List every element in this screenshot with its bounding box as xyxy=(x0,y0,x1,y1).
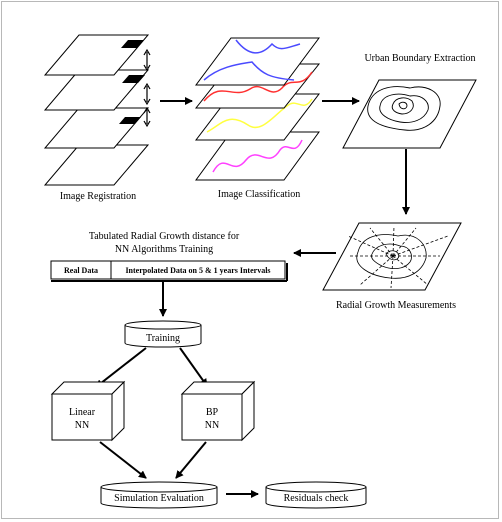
radial-growth-image xyxy=(322,222,462,291)
classification-layer-1 xyxy=(195,37,320,86)
yellow-class-curve xyxy=(206,98,313,133)
boundary-layer xyxy=(342,79,477,149)
image-registration-stack xyxy=(43,34,151,186)
tabulated-title-line2: NN Algorithms Training xyxy=(115,244,213,255)
urban-boundary-image xyxy=(342,79,477,149)
simulation-evaluation-label: Simulation Evaluation xyxy=(114,493,204,504)
tabulated-title-line1: Tabulated Radial Growth distance for xyxy=(89,231,240,242)
bp-nn-label-line2: NN xyxy=(205,420,219,431)
boundary-contour-core xyxy=(398,101,408,110)
registration-alignment-arrows xyxy=(143,48,151,128)
urban-boundary-extraction-label: Urban Boundary Extraction xyxy=(364,53,475,64)
real-data-label: Real Data xyxy=(64,266,98,275)
training-cylinder xyxy=(124,320,202,348)
arrow-bp-to-evaluation xyxy=(175,441,207,479)
tabulated-data-table xyxy=(50,260,286,280)
arrow-linear-to-evaluation xyxy=(99,441,147,479)
boundary-contour-outer xyxy=(367,86,441,131)
registration-marker-2 xyxy=(122,75,145,83)
residuals-check-cylinder xyxy=(265,481,367,509)
red-class-curve xyxy=(203,71,313,102)
registration-layer-4 xyxy=(43,144,150,186)
simulation-evaluation-cylinder xyxy=(100,481,218,509)
registration-layer-3 xyxy=(43,107,150,149)
radial-contour-inner xyxy=(371,243,412,270)
arrow-training-to-bp xyxy=(179,347,208,387)
radial-growth-measurements-label: Radial Growth Measurements xyxy=(336,300,456,311)
image-classification-stack xyxy=(194,37,321,181)
bp-nn-label-line1: BP xyxy=(206,407,219,418)
training-label: Training xyxy=(146,333,180,344)
residuals-check-label: Residuals check xyxy=(284,493,349,504)
radial-contour-outer xyxy=(356,234,427,279)
registration-layer-1 xyxy=(43,34,150,76)
linear-nn-label-line2: NN xyxy=(75,420,89,431)
magenta-class-curve xyxy=(212,139,303,173)
registration-marker-3 xyxy=(119,117,141,124)
image-registration-label: Image Registration xyxy=(60,191,136,202)
blue-class-curve-upper xyxy=(235,39,301,54)
bp-nn-box xyxy=(180,380,256,442)
registration-layer-2 xyxy=(43,69,150,111)
boundary-contour-middle xyxy=(379,93,429,123)
boundary-contour-inner xyxy=(391,97,414,115)
linear-nn-label-line1: Linear xyxy=(69,407,96,418)
arrow-training-to-linear xyxy=(95,347,147,388)
interpolated-data-label: Interpolated Data on 5 & 1 years Interva… xyxy=(125,266,270,275)
linear-nn-box xyxy=(50,380,126,442)
blue-class-curve-lower xyxy=(203,61,295,81)
registration-marker-1 xyxy=(121,40,144,48)
radial-measurement-lines xyxy=(347,225,449,289)
image-classification-label: Image Classification xyxy=(218,189,300,200)
